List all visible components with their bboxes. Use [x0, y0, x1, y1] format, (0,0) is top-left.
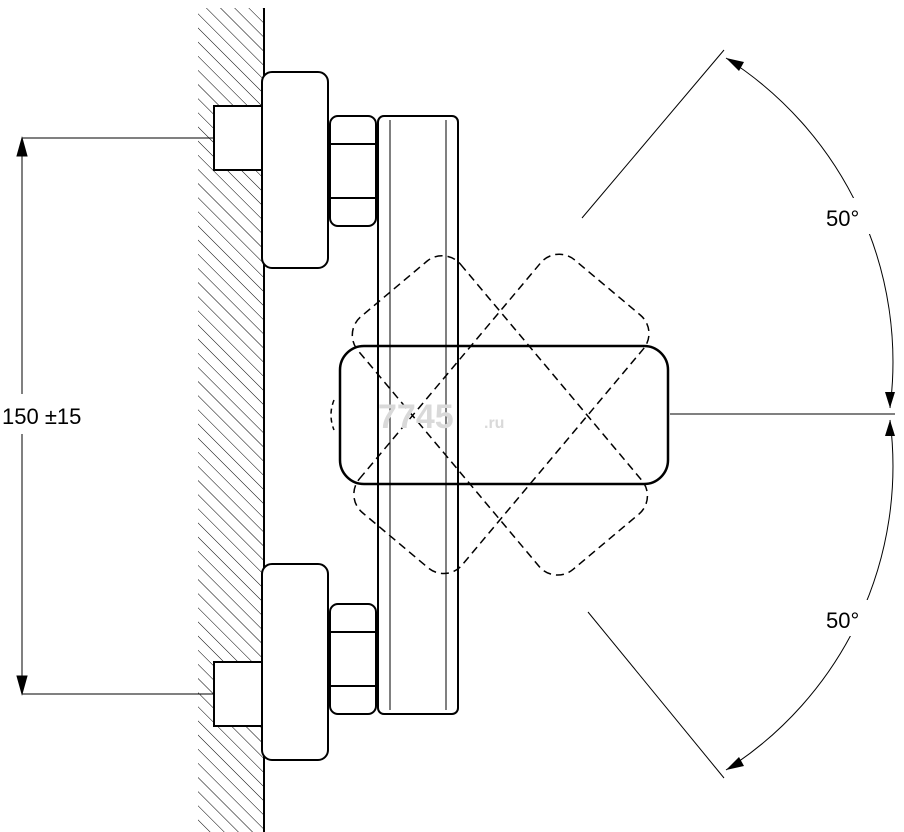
watermark: 7745 .ru: [378, 398, 504, 436]
upper-connector: [213, 71, 377, 269]
upper-extension-line: [581, 49, 725, 219]
rotation-angle-dimension: [581, 49, 895, 779]
svg-text:.ru: .ru: [484, 415, 504, 432]
handle-back-dashes: [330, 399, 335, 431]
upper-angle-label: 50°: [826, 206, 859, 231]
mixer-body: [377, 115, 459, 715]
lower-pipe-stub: [213, 661, 265, 727]
svg-text:7745: 7745: [378, 398, 454, 436]
lower-nut: [329, 603, 377, 715]
lower-escutcheon: [261, 563, 329, 761]
upper-nut: [329, 115, 377, 227]
upper-pipe-stub: [213, 105, 265, 171]
upper-escutcheon: [261, 71, 329, 269]
handle-neutral-position: [338, 344, 670, 486]
lower-angle-arc: [725, 419, 894, 771]
lower-extension-line: [587, 611, 725, 779]
lower-angle-label: 50°: [826, 608, 859, 633]
spacing-label: 150 ±15: [2, 404, 81, 429]
lower-connector: [213, 563, 377, 761]
